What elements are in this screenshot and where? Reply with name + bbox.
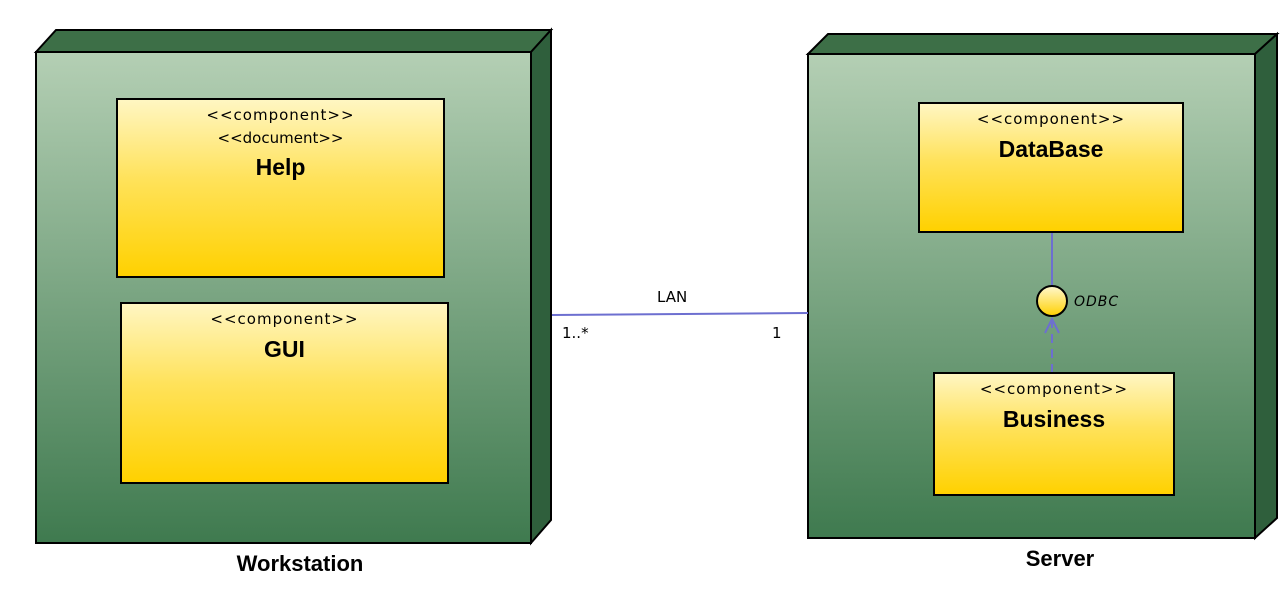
help-component-name: Help (255, 154, 306, 180)
server-node-label: Server (1025, 546, 1095, 571)
odbc-interface-icon[interactable] (1036, 285, 1068, 317)
workstation-node-top (33, 29, 554, 53)
business-component-name: Business (1002, 406, 1106, 432)
source-multiplicity-label: 1..* (562, 324, 589, 342)
help-stereotype-component: <<component>> (206, 106, 355, 124)
database-stereotype-component: <<component>> (976, 110, 1126, 128)
association-name-label: LAN (657, 288, 688, 306)
gui-component-name: GUI (264, 336, 305, 362)
workstation-node-label: Workstation (236, 551, 364, 576)
dependency-arrowhead (1044, 316, 1060, 334)
database-component-name: DataBase (998, 136, 1104, 162)
server-node-top (805, 33, 1280, 55)
workstation-node-side (530, 27, 552, 546)
target-multiplicity-label: 1 (772, 324, 782, 342)
odbc-interface-label: ODBC (1074, 294, 1120, 310)
server-node-side (1254, 31, 1278, 541)
database-component[interactable]: <<component>> DataBase (918, 102, 1184, 233)
gui-component[interactable]: <<component>> GUI (120, 302, 449, 484)
business-component[interactable]: <<component>> Business (933, 372, 1175, 496)
gui-stereotype-component: <<component>> (210, 310, 359, 328)
help-stereotype-document: <<document>> (217, 129, 344, 147)
help-component[interactable]: <<component>> <<document>> Help (116, 98, 445, 278)
business-stereotype-component: <<component>> (979, 380, 1129, 398)
lan-association-line[interactable] (551, 312, 809, 316)
